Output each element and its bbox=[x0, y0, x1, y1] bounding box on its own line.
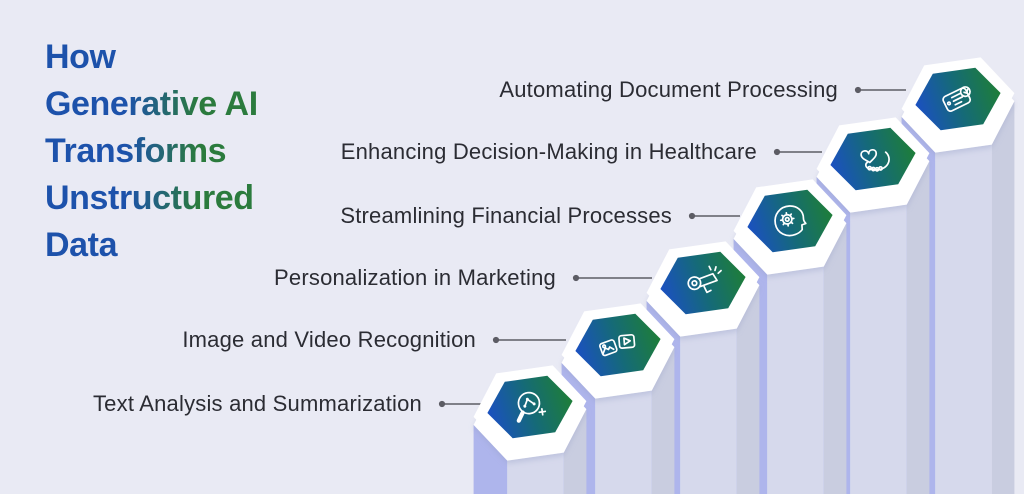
head-gear-icon bbox=[774, 205, 807, 237]
title-line: Data bbox=[45, 226, 118, 264]
pillar-face-front bbox=[595, 390, 652, 494]
pillar-face-front bbox=[935, 144, 992, 494]
pillar-face-side bbox=[736, 285, 760, 494]
connector-5 bbox=[773, 148, 822, 156]
image-video-icon bbox=[599, 333, 636, 357]
pillar-face-accent bbox=[473, 424, 508, 494]
connector-1 bbox=[438, 400, 482, 408]
pillar-face-front bbox=[680, 328, 737, 494]
pillar-face-side bbox=[563, 409, 587, 494]
step-label-financial: Streamlining Financial Processes bbox=[340, 203, 672, 228]
step-label-document: Automating Document Processing bbox=[499, 77, 838, 102]
callout-connectors bbox=[438, 86, 906, 408]
pillar-face-front bbox=[507, 452, 564, 494]
connector-6 bbox=[854, 86, 906, 94]
magnifier-analysis-icon bbox=[516, 391, 547, 423]
hexagon-gradient bbox=[487, 375, 573, 439]
pillar-2 bbox=[561, 303, 675, 494]
pillar-face-front bbox=[850, 204, 907, 494]
pillar-face-front bbox=[767, 266, 824, 494]
document-automation-icon bbox=[942, 86, 972, 112]
pillar-face-side bbox=[823, 223, 847, 494]
pillar-face-side bbox=[651, 347, 675, 494]
step-label-healthcare: Enhancing Decision-Making in Healthcare bbox=[340, 139, 757, 164]
step-label-text-analysis: Text Analysis and Summarization bbox=[92, 391, 422, 416]
title-line: How bbox=[45, 38, 116, 76]
pillar-face-side bbox=[991, 101, 1015, 494]
title-line: Transforms bbox=[45, 132, 227, 170]
hexagon-gradient bbox=[575, 313, 661, 377]
pillar-1 bbox=[473, 365, 587, 494]
hexagon-gradient bbox=[660, 251, 746, 315]
title-line: Unstructured bbox=[45, 179, 254, 217]
heart-hand-icon bbox=[860, 148, 890, 172]
page-title: How Generative AI Transforms Unstructure… bbox=[45, 34, 258, 269]
title-line: Generative AI bbox=[45, 85, 258, 123]
hexagon-gradient bbox=[747, 189, 833, 253]
step-label-personalization: Personalization in Marketing bbox=[274, 265, 556, 290]
connector-4 bbox=[688, 212, 740, 220]
connector-2 bbox=[492, 336, 566, 344]
megaphone-icon bbox=[687, 265, 722, 294]
connector-3 bbox=[572, 274, 652, 282]
pillar-face-side bbox=[906, 161, 930, 494]
step-label-image-video: Image and Video Recognition bbox=[182, 327, 476, 352]
